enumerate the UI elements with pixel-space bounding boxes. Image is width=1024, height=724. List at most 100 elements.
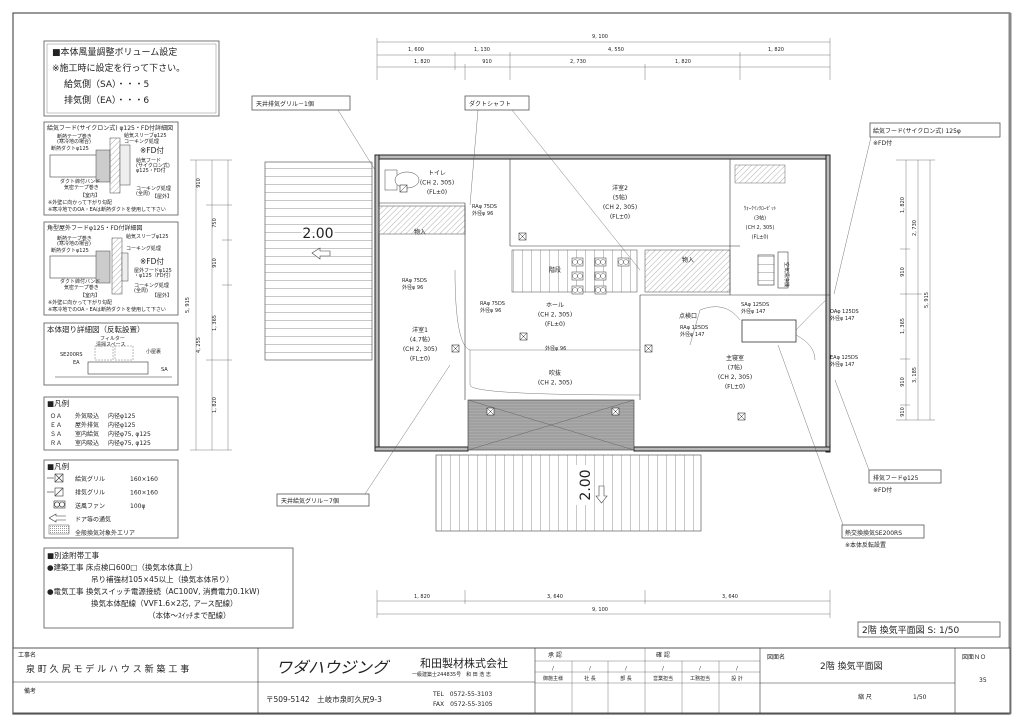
hatched-area-icon xyxy=(48,524,70,535)
dim: 1, 820 xyxy=(900,197,906,213)
dim: 2, 730 xyxy=(570,59,586,65)
dim: 1, 365 xyxy=(212,315,218,331)
dim: 910 xyxy=(900,267,906,277)
work-line: 換気本体配線（VVF1.6×2芯, アース配線） xyxy=(91,598,238,608)
approval-slash: / xyxy=(736,666,738,672)
duct-route xyxy=(689,299,827,361)
approval-slash: / xyxy=(662,666,664,672)
duct-spec: 内径φ75, φ125 xyxy=(108,430,151,438)
drawing-no-label: 図面ＮＯ xyxy=(962,654,986,661)
dim: 2, 730 xyxy=(912,220,918,236)
legend-title: ■凡例 xyxy=(47,461,69,471)
label: (サイクロン式) xyxy=(136,162,170,169)
duct-label-ra1: 外径φ 96 xyxy=(472,210,493,217)
fan-icon xyxy=(571,257,584,267)
label: 【室内】 xyxy=(80,292,100,299)
tel: TEL 0572-55-3103 xyxy=(432,691,492,698)
dim: 910 xyxy=(900,377,906,387)
supply-grille-icon xyxy=(518,232,527,241)
room-label-hall: (FL±0) xyxy=(545,321,565,328)
callout-duct-shaft: ダクトシャフト xyxy=(469,100,511,108)
title-block: 工事名 泉 町 久 尻 モ デ ル ハ ウ ス 新 築 工 事 備考 ワダハウジ… xyxy=(12,647,1011,714)
dim: 1, 820 xyxy=(675,59,691,65)
label: 給気スリーブφ125 xyxy=(124,132,167,139)
label: SA xyxy=(161,367,168,373)
dim: 1, 820 xyxy=(414,59,430,65)
detail3-title: 本体廻り詳細図（反転設置） xyxy=(47,324,145,334)
room-label-wic: (CH 2, 305) xyxy=(746,225,775,231)
duct-spec: 内径φ125 xyxy=(108,421,136,429)
role-2: 部 長 xyxy=(620,675,632,682)
room-label-bedroom2: 洋室2 xyxy=(612,184,628,192)
supply-grille-icon xyxy=(47,473,64,483)
fan-icon xyxy=(594,285,607,295)
storage-label: 物入 xyxy=(414,228,426,236)
callout-erv: 熱交換換気SE200RS xyxy=(845,529,902,537)
label: ※FD付 xyxy=(140,145,164,155)
label: ダクト締付バンド xyxy=(60,278,100,285)
dim: 1, 820 xyxy=(768,47,784,53)
exhaust-grille-icon xyxy=(47,487,64,497)
volume-setting-box: ■本体風量調整ボリューム設定 ※施工時に設定を行って下さい。 給気側（SA）・・… xyxy=(43,40,220,117)
duct-label-ra3: RAφ 75DS xyxy=(480,301,505,307)
label: 断熱テープ巻き xyxy=(57,133,92,140)
dim: 5, 915 xyxy=(185,297,191,313)
label: コーキング処理 xyxy=(136,185,171,192)
approval-slash: / xyxy=(699,666,701,672)
label: 断熱テープ巻き xyxy=(57,235,92,242)
remarks-label: 備考 xyxy=(24,687,36,695)
fan-icon xyxy=(53,500,66,509)
room-label-wic: (3帖) xyxy=(754,215,766,222)
label: (寒冷地の場合) xyxy=(57,240,91,247)
company-logo: ワダハウジング xyxy=(276,658,391,677)
inspection-label: 点検口 xyxy=(679,312,697,320)
sheet-title: 2階 換気平面図 S: 1/50 xyxy=(862,624,960,636)
label: SE200RS xyxy=(60,352,83,358)
supply-grille-icon xyxy=(611,407,620,416)
room-label-bedroom1: (CH 2, 305) xyxy=(403,346,437,353)
label: 【室内】 xyxy=(80,192,100,199)
tape-drawing xyxy=(95,250,111,284)
duct-label-ra4: 外径φ 147 xyxy=(680,331,704,338)
dim-top-total: 9, 100 xyxy=(592,34,608,40)
role-5: 設 計 xyxy=(731,675,743,682)
duct-route xyxy=(454,269,641,396)
floor-plan xyxy=(374,154,831,453)
detail-unit: 本体廻り詳細図（反転設置） フィルター 清掃スペース 小屋裏 SE200RS E… xyxy=(43,322,179,386)
sheet-title-box xyxy=(857,621,1001,638)
stairs xyxy=(511,249,638,293)
role-1: 社 長 xyxy=(584,675,596,682)
architect: 一級建築士244835号 和 田 浩 志 xyxy=(412,671,491,678)
callout-erv-note: ※本体反転設置 xyxy=(845,541,886,549)
duct-spec: 内径φ75, φ125 xyxy=(108,439,151,447)
duct-label-ra1: RAφ 75DS xyxy=(472,204,497,210)
volume-title: ■本体風量調整ボリューム設定 xyxy=(52,46,177,58)
room-label-void: 吹抜 xyxy=(549,369,561,377)
callout-ceiling-supply: 天井給気グリル－7個 xyxy=(281,497,339,505)
room-label-master: (FL±0) xyxy=(725,384,745,391)
storage-hatched xyxy=(644,249,731,293)
label: コーキング処理 xyxy=(126,245,161,252)
stairs-label: 階段 xyxy=(549,266,561,274)
room-label-wic: (FL±0) xyxy=(752,235,769,241)
section-title: ■別途附帯工事 xyxy=(47,550,100,560)
room-label-toilet: (CH 2, 305) xyxy=(420,180,454,187)
slope-arrow-icon xyxy=(595,485,608,504)
project-label: 工事名 xyxy=(18,651,36,659)
supply-grille-icon xyxy=(519,332,528,341)
supply-grille-icon xyxy=(737,412,746,421)
duct-label-ra2: 外径φ 96 xyxy=(402,284,423,291)
duct-name: 屋外排気 xyxy=(75,421,99,429)
room-label-toilet: トイレ xyxy=(428,170,446,177)
duct-name: 室内給気 xyxy=(75,430,99,438)
callouts: 天井排気グリル－1個 ダクトシャフト 給気フード(サイクロン式) 125φ ※F… xyxy=(251,95,1001,549)
duct-code: ＳＡ xyxy=(50,431,62,438)
room-label-bedroom2: (CH 2, 305) xyxy=(603,204,637,211)
wall-drawing xyxy=(111,237,123,295)
dimensions-top xyxy=(376,38,831,80)
label: 給気フード xyxy=(136,157,161,164)
duct-name: 外気吸込 xyxy=(75,412,99,420)
dim: 1, 130 xyxy=(474,47,490,53)
supply-grille-icon xyxy=(644,344,653,353)
